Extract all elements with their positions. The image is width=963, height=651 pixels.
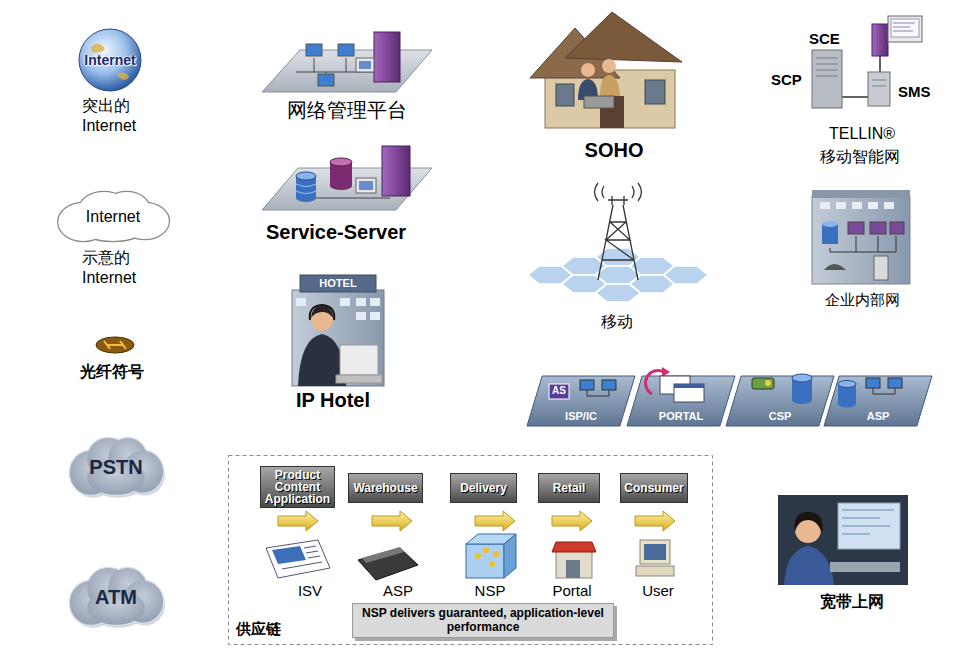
nsp-note: NSP delivers guaranteed, application-lev… xyxy=(352,603,614,638)
node-text: PORTAL xyxy=(659,410,703,423)
label: 光纤符号 xyxy=(80,362,144,382)
network-platform-icon xyxy=(262,32,432,92)
hotel-icon xyxy=(292,275,384,386)
service-platform: CSP xyxy=(726,376,834,426)
service-platform: PORTAL xyxy=(627,376,735,426)
supply-step: Product Content Application xyxy=(260,466,335,508)
label: ASP xyxy=(383,582,413,601)
label: IP Hotel xyxy=(296,388,370,413)
service-platform: ASP xyxy=(824,376,932,426)
node-text: ASP xyxy=(867,410,890,423)
internet-globe: Internet xyxy=(78,28,142,92)
label: 企业内部网 xyxy=(825,291,900,310)
label: Portal xyxy=(552,582,591,601)
label: SCE xyxy=(809,30,840,49)
node-text: ISP/IC xyxy=(565,410,597,423)
label: SCP xyxy=(771,71,802,90)
node-text: ATM xyxy=(95,585,137,609)
pstn-cloud: PSTN xyxy=(68,438,164,496)
label: AS xyxy=(552,385,566,397)
node-text: Internet xyxy=(84,52,135,69)
soho-house-icon xyxy=(530,12,682,128)
label: Service-Server xyxy=(266,220,406,245)
label: 宽带上网 xyxy=(820,592,884,612)
tower-lattice xyxy=(595,183,642,280)
label: 移动智能网 xyxy=(820,147,900,167)
supply-step: Warehouse xyxy=(348,473,423,503)
label: HOTEL xyxy=(319,277,356,291)
node-text: CSP xyxy=(769,410,792,423)
label: NSP xyxy=(475,582,506,601)
label: TELLIN® xyxy=(829,124,895,144)
label: ISV xyxy=(298,582,322,601)
flow-arrow xyxy=(278,511,675,531)
broadband-photo xyxy=(778,495,908,585)
node-text: Delivery xyxy=(460,482,507,494)
node-text: Internet xyxy=(86,207,140,226)
supply-step: Retail xyxy=(538,473,600,503)
supply-chain-box: 供应链 Product Content Application Warehouse D… xyxy=(228,455,713,645)
supply-step: Delivery xyxy=(450,473,517,503)
supply-step: Consumer xyxy=(620,473,688,503)
node-text: 供应链 xyxy=(236,620,281,638)
label: 网络管理平台 xyxy=(287,98,407,123)
label: SOHO xyxy=(585,138,644,163)
node-text: NSP delivers guaranteed, application-lev… xyxy=(359,607,607,633)
label: 移动 xyxy=(601,312,633,332)
label: User xyxy=(642,582,674,601)
node-text: Consumer xyxy=(624,482,683,494)
node-text: PSTN xyxy=(89,455,142,479)
supply-chain-icons xyxy=(266,534,674,580)
node-text: Product Content Application xyxy=(264,469,332,505)
mobile-tower-icon xyxy=(528,248,708,302)
fiber-symbol xyxy=(96,337,134,353)
atm-cloud: ATM xyxy=(68,568,164,626)
internet-cloud: Internet xyxy=(56,192,170,242)
service-server-icon xyxy=(262,146,432,210)
node-text: Retail xyxy=(553,482,586,494)
node-text: Warehouse xyxy=(353,482,417,494)
label: SMS xyxy=(898,83,931,102)
service-platform: ISP/IC xyxy=(527,376,635,426)
label: 示意的 Internet xyxy=(82,248,154,288)
label: 突出的 Internet xyxy=(82,96,154,136)
enterprise-building-icon xyxy=(812,190,910,284)
